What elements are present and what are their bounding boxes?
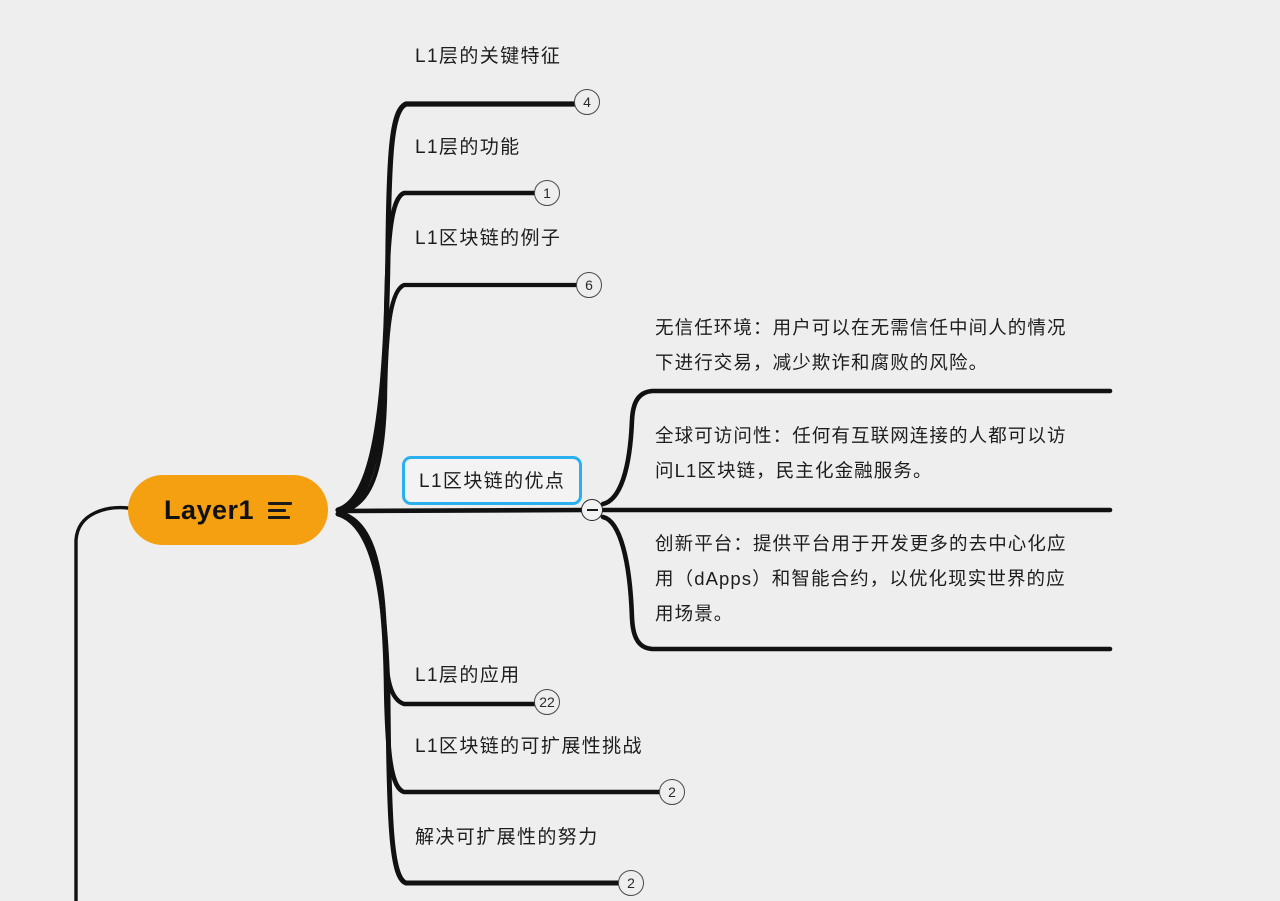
detail-line: 无信任环境：用户可以在无需信任中间人的情况 [655,317,1067,338]
branch-topic-advantages-label: L1区块链的优点 [419,471,566,492]
collapse-toggle-minus-icon[interactable] [581,499,603,521]
detail-line: 用（dApps）和智能合约，以优化现实世界的应 [655,568,1066,589]
root-node-label: Layer1 [163,494,255,525]
detail-line: 用场景。 [655,603,734,624]
badge-count-scalability-challenges[interactable]: 2 [659,779,685,805]
detail-line: 全球可访问性：任何有互联网连接的人都可以访 [655,425,1067,446]
detail-line: 创新平台：提供平台用于开发更多的去中心化应 [655,533,1067,554]
branch-topic-key-features[interactable]: L1层的关键特征 [415,46,562,67]
branch-topic-applications[interactable]: L1层的应用 [415,665,521,686]
branch-topic-examples[interactable]: L1区块链的例子 [415,228,562,249]
badge-count-examples[interactable]: 6 [576,272,602,298]
badge-count-applications[interactable]: 22 [534,689,560,715]
detail-line: 问L1区块链，民主化金融服务。 [655,460,933,481]
detail-innovation-platform[interactable]: 创新平台：提供平台用于开发更多的去中心化应 用（dApps）和智能合约，以优化现… [655,526,1110,631]
badge-count-key-features[interactable]: 4 [574,89,600,115]
badge-count-scalability-efforts[interactable]: 2 [618,870,644,896]
note-lines-icon[interactable] [268,501,293,519]
branch-topic-scalability-efforts[interactable]: 解决可扩展性的努力 [415,827,599,848]
badge-count-functions[interactable]: 1 [534,180,560,206]
branch-topic-scalability-challenges[interactable]: L1区块链的可扩展性挑战 [415,736,643,757]
branch-topic-functions[interactable]: L1层的功能 [415,137,521,158]
branch-topic-advantages-selected[interactable]: L1区块链的优点 [402,456,583,505]
detail-trustless-environment[interactable]: 无信任环境：用户可以在无需信任中间人的情况 下进行交易，减少欺诈和腐败的风险。 [655,310,1110,380]
detail-global-accessibility[interactable]: 全球可访问性：任何有互联网连接的人都可以访 问L1区块链，民主化金融服务。 [655,418,1110,488]
detail-line: 下进行交易，减少欺诈和腐败的风险。 [655,352,989,373]
root-node[interactable]: Layer1 [128,475,328,545]
